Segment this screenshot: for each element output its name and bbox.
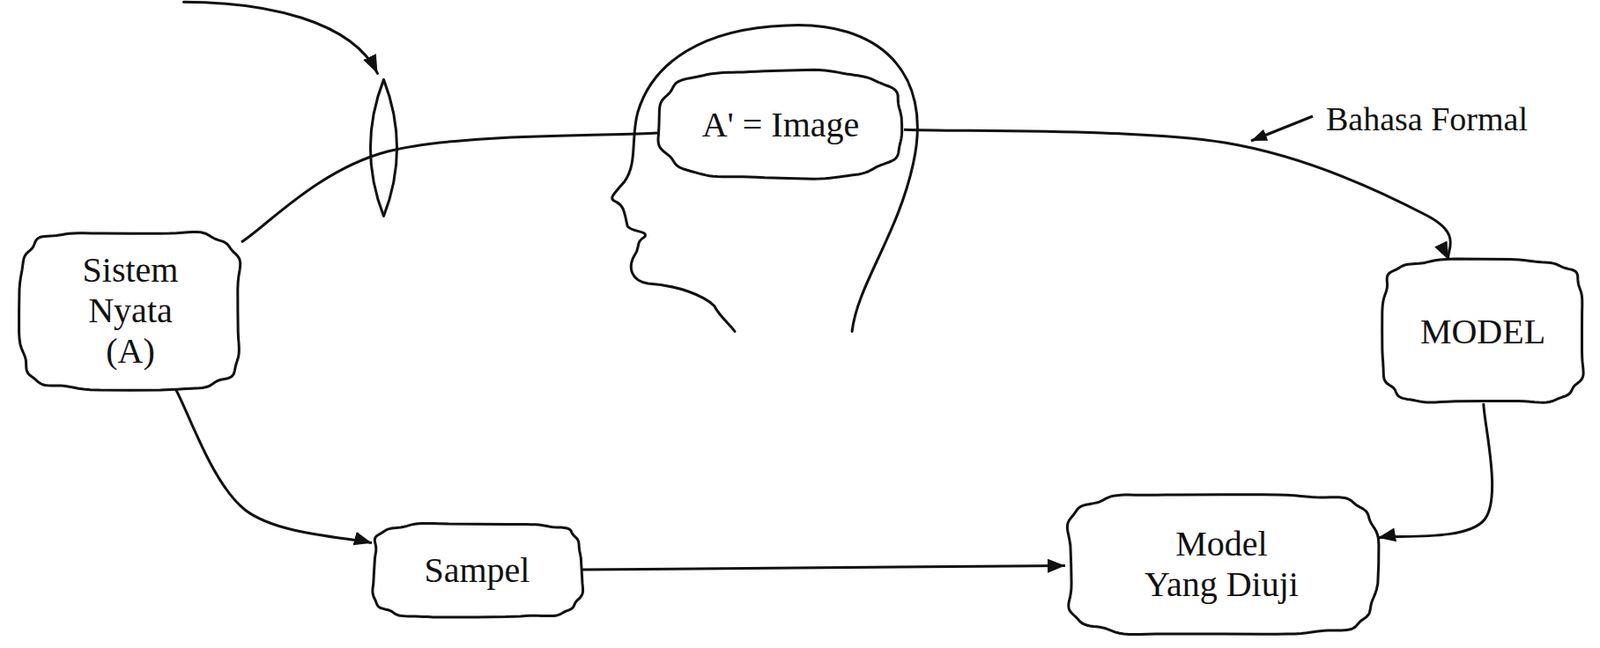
node-text: Model Yang Diuji [1138,524,1306,606]
node-text: Sistem Nyata (A) [68,250,193,372]
blob-border [372,524,584,619]
blob-box: Sistem Nyata (A) [14,227,246,395]
blob-border [1382,259,1584,403]
blob-box: A' = Image [652,66,909,184]
annotation-label: Bahasa Formal [1324,100,1530,140]
node-text: MODEL [1420,311,1546,353]
blob-border [19,232,241,392]
connector-arrow [241,133,658,243]
head-profile [612,25,919,333]
blob-border [1066,495,1379,636]
connector-arrow [903,129,1451,260]
lens [370,79,397,216]
blob-box: Sampel [367,519,587,623]
blob-border [658,69,903,179]
blob-box: MODEL [1377,255,1589,408]
node-text: Sampel [424,550,531,592]
connector-arrow [582,565,1066,571]
leader-arrow [1251,116,1313,141]
incoming-arrow [183,1,378,74]
node-text: A' = Image [702,104,860,146]
connector-arrow [1377,403,1493,539]
blob-box: Model Yang Diuji [1060,489,1383,640]
connector-arrow [176,390,372,544]
